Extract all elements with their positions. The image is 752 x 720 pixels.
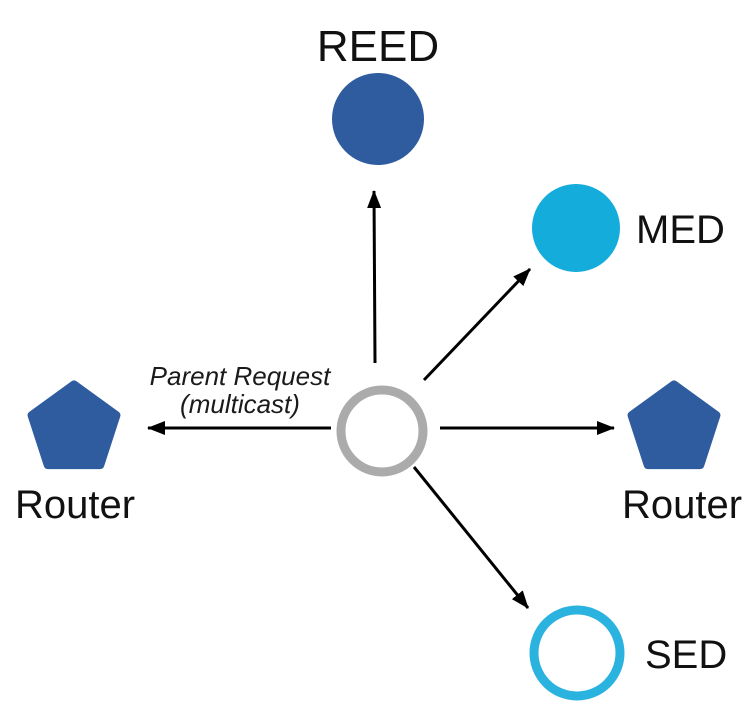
arrow-to-med [422, 267, 532, 382]
router-left-pentagon [27, 380, 121, 470]
arrow-to-sed [412, 466, 530, 609]
med-label: MED [636, 208, 725, 252]
reed-label: REED [317, 22, 439, 71]
center-joining-node [336, 385, 428, 477]
router-right-node [627, 380, 721, 470]
sed-label: SED [645, 633, 727, 677]
router-right-label: Router [622, 483, 742, 527]
annotation-line1: Parent Request [150, 361, 332, 391]
med-node [532, 184, 620, 272]
parent-request-annotation: Parent Request (multicast) [150, 361, 332, 419]
reed-node [332, 73, 424, 165]
arrow-to-reed [367, 190, 382, 364]
router-left-label: Router [15, 483, 135, 527]
sed-node [529, 605, 625, 701]
router-left-node [27, 380, 121, 470]
router-right-pentagon [627, 380, 721, 470]
annotation-line2: (multicast) [180, 389, 300, 419]
parent-request-arrows [147, 190, 615, 609]
